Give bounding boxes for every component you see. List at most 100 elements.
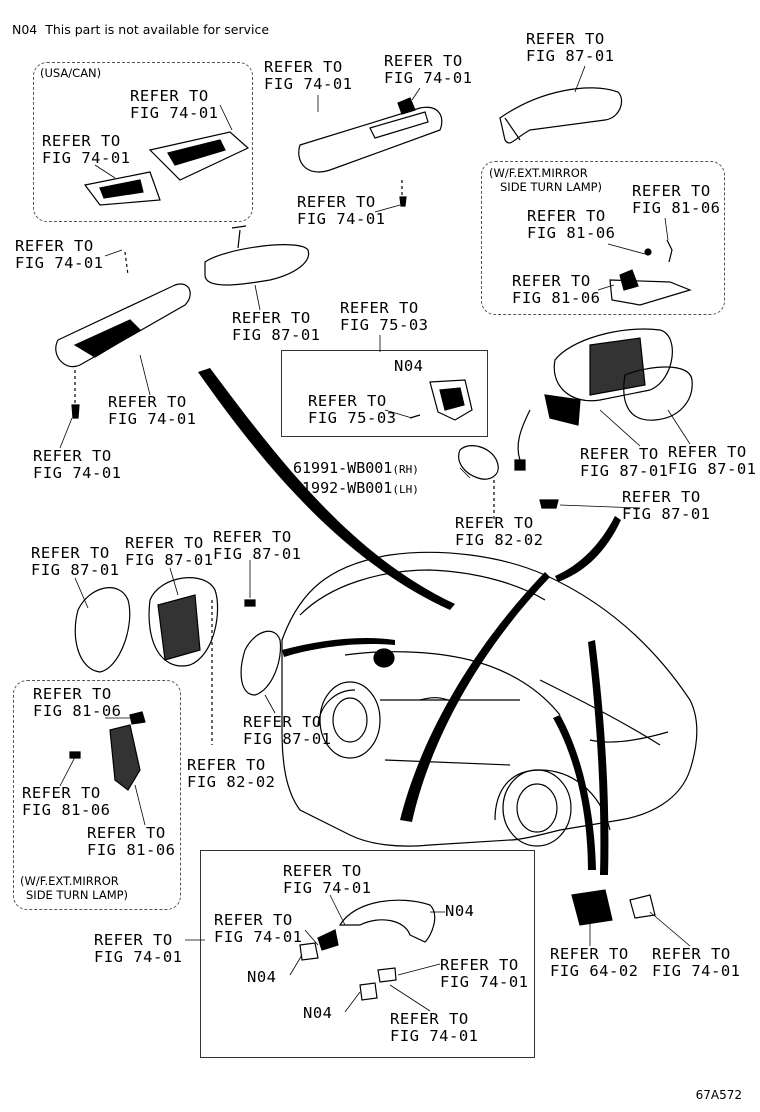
refer-prefix: REFER TO: [42, 132, 121, 150]
refer-prefix: REFER TO: [130, 87, 209, 105]
refer-fig: FIG 74-01: [390, 1027, 479, 1045]
mirror-cover-top: [499, 87, 623, 144]
refer-prefix: REFER TO: [283, 862, 362, 880]
room-lamp: [571, 889, 656, 926]
sun-visor-right: [298, 97, 443, 207]
group-caption-turn-lamp-bottom-1: (W/F.EXT.MIRROR: [20, 874, 119, 888]
part-side: (RH): [392, 463, 419, 476]
refer-prefix: REFER TO: [440, 956, 519, 974]
refer-prefix: REFER TO: [243, 713, 322, 731]
refer-fig: FIG 74-01: [297, 210, 386, 228]
car-body-illustration: [281, 551, 698, 847]
group-caption-turn-lamp-top-2: SIDE TURN LAMP): [500, 180, 603, 194]
refer-fig: FIG 81-06: [632, 199, 721, 217]
group-box-turn-lamp-bottom: [13, 680, 181, 910]
refer-prefix: REFER TO: [232, 309, 311, 327]
mirror-garnish: [458, 445, 559, 520]
group-box-turn-lamp-top: [481, 161, 725, 315]
refer-fig: FIG 87-01: [232, 326, 321, 344]
refer-fig: FIG 75-03: [308, 409, 397, 427]
refer-prefix: REFER TO: [187, 756, 266, 774]
refer-prefix: REFER TO: [622, 488, 701, 506]
refer-prefix: REFER TO: [668, 443, 747, 461]
refer-prefix: REFER TO: [340, 299, 419, 317]
part-side: (LH): [392, 483, 419, 496]
refer-fig: FIG 74-01: [214, 928, 303, 946]
part-number-lh[interactable]: 61992-WB001(LH): [293, 479, 419, 497]
group-box-assist-grip: [200, 850, 535, 1058]
refer-prefix: REFER TO: [550, 945, 629, 963]
refer-fig: FIG 74-01: [15, 254, 104, 272]
refer-prefix: REFER TO: [94, 931, 173, 949]
refer-fig: FIG 81-06: [22, 801, 111, 819]
refer-fig: FIG 74-01: [264, 75, 353, 93]
part-number: 61992-WB001: [293, 479, 393, 497]
refer-fig: FIG 87-01: [213, 545, 302, 563]
figure-id: 67A572: [695, 1088, 742, 1102]
refer-prefix: REFER TO: [580, 445, 659, 463]
refer-fig: FIG 82-02: [187, 773, 276, 791]
leader-arcs: [198, 368, 621, 875]
refer-prefix: REFER TO: [87, 824, 166, 842]
refer-prefix: REFER TO: [108, 393, 187, 411]
refer-prefix: REFER TO: [384, 52, 463, 70]
n04-marker: N04: [247, 968, 277, 986]
header-note: N04 This part is not available for servi…: [12, 22, 270, 37]
refer-prefix: REFER TO: [526, 30, 605, 48]
refer-fig: FIG 81-06: [87, 841, 176, 859]
refer-prefix: REFER TO: [652, 945, 731, 963]
refer-prefix: REFER TO: [527, 207, 606, 225]
part-number-rh[interactable]: 61991-WB001(RH): [293, 459, 419, 477]
n04-marker: N04: [303, 1004, 333, 1022]
refer-fig: FIG 74-01: [108, 410, 197, 428]
refer-fig: FIG 74-01: [130, 104, 219, 122]
refer-fig: FIG 74-01: [440, 973, 529, 991]
part-number: 61991-WB001: [293, 459, 393, 477]
refer-prefix: REFER TO: [455, 514, 534, 532]
refer-fig: FIG 74-01: [384, 69, 473, 87]
refer-fig: FIG 75-03: [340, 316, 429, 334]
refer-prefix: REFER TO: [297, 193, 376, 211]
group-caption-turn-lamp-bottom-2: SIDE TURN LAMP): [26, 888, 129, 902]
refer-fig: FIG 74-01: [652, 962, 741, 980]
refer-fig: FIG 87-01: [125, 551, 214, 569]
refer-prefix: REFER TO: [33, 685, 112, 703]
inner-rear-view-mirror: [204, 225, 310, 286]
refer-fig: FIG 81-06: [512, 289, 601, 307]
